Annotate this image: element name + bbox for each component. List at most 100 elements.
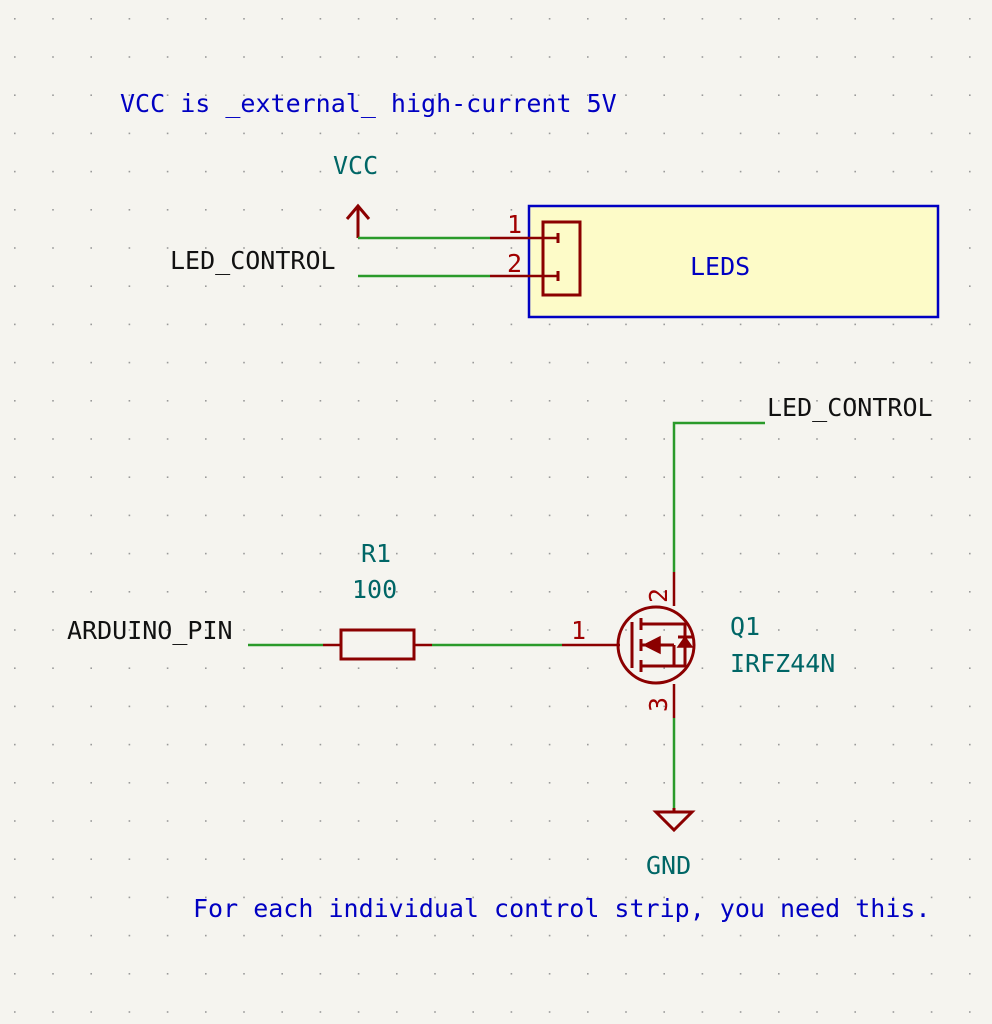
- grid-dot: [816, 400, 818, 402]
- grid-dot: [548, 782, 551, 784]
- grid-dot: [281, 973, 283, 975]
- grid-dot: [854, 438, 856, 440]
- grid-dot: [701, 973, 704, 975]
- grid-dot: [281, 209, 283, 211]
- grid-dot: [969, 170, 971, 173]
- grid-dot: [739, 18, 742, 20]
- resistor-r1[interactable]: R1 100: [323, 539, 432, 661]
- mosfet-q1[interactable]: 1 2 3 Q1 IRFZ44N: [562, 572, 835, 718]
- grid-dot: [739, 667, 742, 669]
- grid-dot: [166, 629, 169, 631]
- grid-dot: [319, 591, 322, 593]
- grid-dot: [739, 782, 742, 784]
- grid-dot: [854, 132, 856, 135]
- grid-dot: [90, 820, 92, 822]
- grid-dot: [816, 591, 818, 593]
- grid-dot: [548, 132, 551, 135]
- grid-dot: [663, 94, 665, 96]
- grid-dot: [243, 858, 245, 860]
- grid-dot: [854, 782, 856, 784]
- grid-dot: [166, 705, 169, 708]
- grid-dot: [90, 858, 92, 860]
- grid-dot: [128, 132, 131, 135]
- grid-dot: [281, 896, 283, 899]
- grid-dot: [472, 1011, 474, 1013]
- grid-dot: [128, 667, 131, 669]
- grid-dot: [739, 552, 742, 555]
- grid-dot: [166, 743, 169, 746]
- grid-dot: [739, 170, 742, 173]
- grid-dot: [625, 629, 627, 631]
- grid-dot: [701, 552, 704, 555]
- grid-dot: [357, 18, 360, 20]
- grid-dot: [128, 552, 131, 555]
- grid-dot: [205, 934, 207, 937]
- grid-dot: [434, 56, 436, 58]
- grid-dot: [739, 973, 742, 975]
- grid-dot: [128, 973, 131, 975]
- grid-dot: [625, 858, 627, 860]
- grid-dot: [969, 629, 971, 631]
- grid-dot: [625, 94, 627, 96]
- grid-dot: [52, 896, 54, 899]
- grid-dot: [472, 743, 474, 746]
- grid-dot: [625, 132, 627, 135]
- grid-dot: [281, 934, 283, 937]
- leds-label: LEDS: [690, 252, 750, 281]
- grid-dot: [930, 170, 933, 173]
- grid-dot: [930, 743, 933, 746]
- grid-dot: [663, 1011, 665, 1013]
- grid-dot: [90, 247, 92, 249]
- vcc-power-symbol[interactable]: VCC: [333, 151, 378, 238]
- grid-dot: [663, 782, 665, 784]
- grid-dot: [52, 361, 54, 364]
- grid-dot: [510, 667, 513, 669]
- grid-dot: [243, 705, 245, 708]
- grid-dot: [357, 514, 360, 517]
- grid-dot: [472, 591, 474, 593]
- grid-dot: [548, 323, 551, 326]
- grid-dot: [357, 782, 360, 784]
- grid-dot: [854, 552, 856, 555]
- grid-dot: [587, 782, 589, 784]
- grid-dot: [778, 361, 780, 364]
- grid-dot: [816, 132, 818, 135]
- grid-dot: [434, 18, 436, 20]
- grid-dot: [319, 782, 322, 784]
- grid-dot: [205, 820, 207, 822]
- grid-dot: [778, 743, 780, 746]
- grid-dot: [663, 170, 665, 173]
- grid-dot: [816, 858, 818, 860]
- grid-dot: [892, 667, 895, 669]
- grid-dot: [969, 743, 971, 746]
- grid-dot: [128, 247, 131, 249]
- grid-dot: [892, 132, 895, 135]
- grid-dot: [357, 438, 360, 440]
- grid-dot: [128, 1011, 131, 1013]
- gnd-power-symbol[interactable]: GND: [646, 808, 696, 880]
- grid-dot: [778, 400, 780, 402]
- grid-dot: [472, 782, 474, 784]
- grid-dot: [52, 18, 54, 20]
- grid-dot: [357, 973, 360, 975]
- connector-pin1-number: 1: [507, 210, 522, 239]
- grid-dot: [625, 743, 627, 746]
- grid-dot: [52, 1011, 54, 1013]
- grid-dot: [319, 209, 322, 211]
- grid-dot: [396, 132, 398, 135]
- grid-dot: [14, 18, 16, 20]
- grid-dot: [701, 170, 704, 173]
- grid-dot: [166, 400, 169, 402]
- grid-dot: [281, 476, 283, 478]
- grid-dot: [930, 591, 933, 593]
- grid-dot: [739, 323, 742, 326]
- grid-dot: [778, 1011, 780, 1013]
- grid-dot: [969, 209, 971, 211]
- grid-dot: [166, 552, 169, 555]
- grid-dot: [625, 934, 627, 937]
- grid-dot: [548, 94, 551, 96]
- grid-dot: [739, 438, 742, 440]
- grid-dot: [472, 476, 474, 478]
- grid-dot: [14, 973, 16, 975]
- leds-connector[interactable]: 1 2 LEDS: [490, 204, 940, 319]
